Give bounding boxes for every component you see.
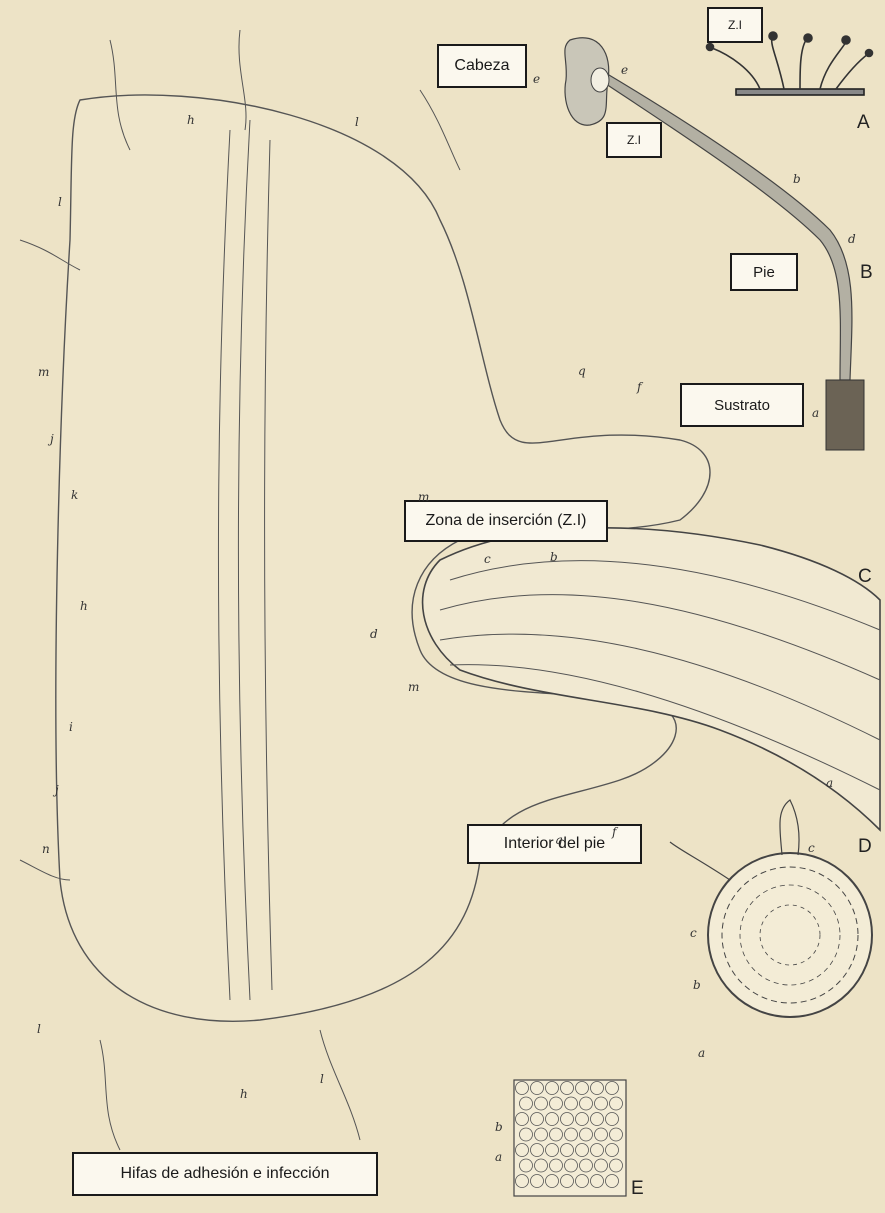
label-hifas: Hifas de adhesión e infección — [72, 1152, 378, 1196]
letter-e-head: e — [533, 72, 540, 86]
letter-b-stalk: b — [793, 172, 801, 186]
letter-b-e: b — [495, 1120, 503, 1134]
letter-q: q — [555, 833, 563, 847]
figure-d-hypha — [670, 842, 730, 880]
letter-l: l — [37, 1022, 41, 1036]
letter-a-e: a — [495, 1150, 502, 1164]
label-sustrato: Sustrato — [680, 383, 804, 427]
label-zona-insercion: Zona de inserción (Z.I) — [404, 500, 608, 542]
letter-d-stalk: d — [848, 232, 856, 246]
figure-a-stalk — [712, 48, 760, 89]
label-cabeza: Cabeza — [437, 44, 527, 88]
letter-l: l — [58, 195, 62, 209]
figure-b-insertion — [591, 68, 609, 92]
letter-m: m — [408, 680, 419, 694]
figure-a-head — [804, 34, 812, 42]
letter-l: l — [355, 115, 359, 129]
letter-m: m — [38, 365, 49, 379]
letter-i: i — [69, 720, 73, 734]
letter-q: q — [578, 364, 586, 378]
letter-b: b — [550, 550, 558, 564]
letter-a-substrate: a — [812, 406, 819, 420]
letter-k: k — [71, 488, 78, 502]
letter-c: c — [484, 552, 491, 566]
panel-letter-a: A — [857, 112, 870, 134]
letter-f: f — [612, 825, 616, 839]
panel-letter-c: C — [858, 566, 872, 588]
hypha — [100, 1040, 120, 1150]
label-pie: Pie — [730, 253, 798, 291]
figure-d-hypha — [780, 800, 799, 855]
letter-a: a — [826, 776, 833, 790]
label-zi-top: Z.I — [707, 7, 763, 43]
letter-e-head2: e — [621, 63, 628, 77]
figure-a-head — [769, 32, 777, 40]
figure-a-stalk — [772, 38, 784, 89]
figure-a-stalk — [836, 54, 868, 89]
letter-h: h — [80, 599, 88, 613]
hypha — [320, 1030, 360, 1140]
letter-m: m — [418, 490, 429, 504]
letter-h: h — [187, 113, 195, 127]
figure-b-stalk — [600, 72, 852, 380]
figure-a-substrate-bar — [736, 89, 864, 95]
letter-l: l — [320, 1072, 324, 1086]
figure-e — [514, 1080, 626, 1196]
letter-j: j — [55, 783, 59, 797]
figure-d-outline — [708, 853, 872, 1017]
letter-d: d — [370, 627, 378, 641]
label-zi-head: Z.I — [606, 122, 662, 158]
letter-f: f — [637, 380, 641, 394]
panel-letter-b: B — [860, 262, 873, 284]
figure-a-head — [866, 50, 873, 57]
figure-a-stalk — [800, 40, 806, 89]
letter-j: j — [50, 432, 54, 446]
panel-letter-d: D — [858, 836, 872, 858]
letter-h: h — [240, 1087, 248, 1101]
hypha — [420, 90, 460, 170]
letter-n: n — [42, 842, 50, 856]
letter-a-d: a — [698, 1046, 705, 1060]
letter-b-d: b — [693, 978, 701, 992]
figure-b-substrate — [826, 380, 864, 450]
figure-a-head — [842, 36, 850, 44]
letter-c-d: c — [808, 841, 815, 855]
figure-a-head — [707, 44, 714, 51]
letter-c-d: c — [690, 926, 697, 940]
panel-letter-e: E — [631, 1178, 644, 1200]
